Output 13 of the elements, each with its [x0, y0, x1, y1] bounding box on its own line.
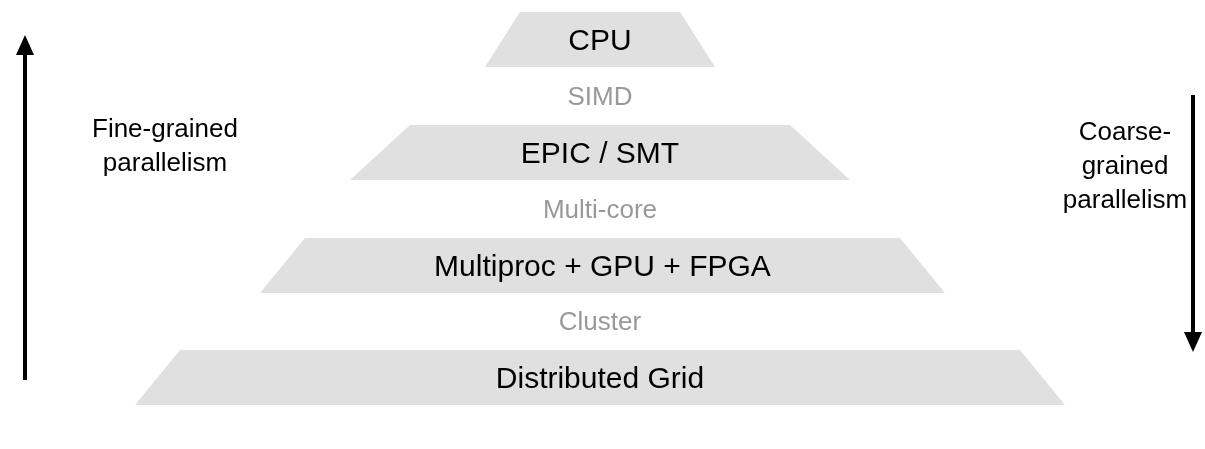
tier-label: EPIC / SMT [520, 135, 680, 170]
pyramid-tier [135, 350, 1065, 405]
level-label: Multi-core [541, 193, 659, 226]
tier-label: CPU [568, 22, 632, 57]
level-label: Cluster [557, 305, 643, 338]
pyramid-tier [350, 125, 850, 180]
tier-label: Distributed Grid [495, 360, 705, 395]
direction-caption: Coarse-grained parallelism [1061, 115, 1189, 216]
pyramid-tier [485, 12, 715, 67]
level-label: SIMD [566, 80, 634, 113]
direction-caption: Fine-grained parallelism [91, 112, 239, 179]
pyramid-tier [260, 238, 945, 293]
tier-label: Multiproc + GPU + FPGA [434, 248, 771, 283]
